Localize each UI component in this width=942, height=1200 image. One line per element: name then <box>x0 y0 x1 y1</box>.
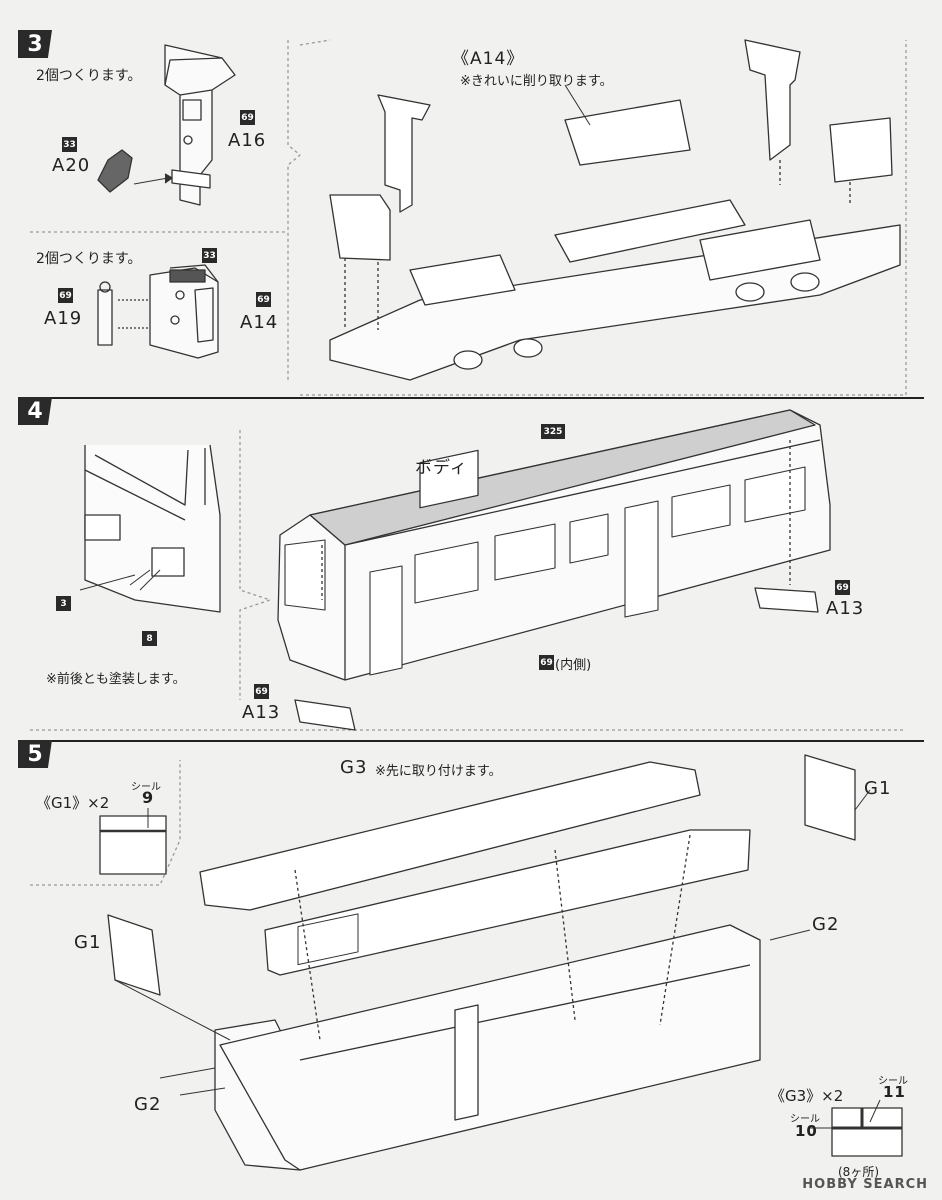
seal-number-9: 9 <box>142 788 155 807</box>
body-label: ボディ <box>415 458 468 478</box>
seal-number-10: 10 <box>795 1122 818 1140</box>
seal-label-10: シール <box>790 1114 820 1125</box>
part-label-a16: A16 <box>228 130 267 151</box>
step-5-divider <box>18 740 924 742</box>
note-make-two-a16: 2個つくります。 <box>36 68 142 84</box>
g3-callout-drawing <box>808 1099 903 1157</box>
step-4-divider <box>18 397 924 399</box>
part-label-a13-right: A13 <box>826 598 865 619</box>
g1-callout-title: 《G1》×2 <box>36 794 110 812</box>
callout-8-badge: 8 <box>142 631 157 646</box>
paint-note: ※前後とも塗装します。 <box>46 672 186 687</box>
color-num-a19: 69 <box>58 288 73 303</box>
color-num-a16: 69 <box>240 110 255 125</box>
callout-a14-title: 《A14》 <box>452 49 525 69</box>
callout-3-badge: 3 <box>56 596 71 611</box>
g3-callout-title: 《G3》×2 <box>770 1087 844 1105</box>
interior-assembly-drawing <box>107 754 871 1171</box>
g3-note: ※先に取り付けます。 <box>375 764 502 779</box>
part-label-g3: G3 <box>340 757 368 778</box>
count-note: (8ヶ所) <box>838 1165 879 1179</box>
seal-label-11: シール <box>878 1076 908 1087</box>
color-num-a14-top: 33 <box>202 248 217 263</box>
part-label-a13-left: A13 <box>242 702 281 723</box>
part-a16-drawing <box>164 44 236 206</box>
color-num-a20: 33 <box>62 137 77 152</box>
g1-callout-drawing <box>30 760 181 886</box>
color-num-a14: 69 <box>256 292 271 307</box>
seal-label-9: シール <box>131 782 161 793</box>
part-label-a19: A19 <box>44 308 83 329</box>
part-label-a20: A20 <box>52 155 91 176</box>
color-num-a13-left: 69 <box>254 684 269 699</box>
watermark: HOBBY SEARCH <box>802 1177 928 1192</box>
color-num-a13-right: 69 <box>835 580 850 595</box>
seal-number-11: 11 <box>883 1083 906 1101</box>
part-label-g2-right: G2 <box>812 914 840 935</box>
part-a19-a14-drawing <box>97 264 219 359</box>
car-end-detail-drawing <box>79 444 221 613</box>
step-4-badge: 4 <box>18 397 52 425</box>
part-label-g2-left: G2 <box>134 1094 162 1115</box>
part-label-g1-left: G1 <box>74 932 102 953</box>
callout-a14-note: ※きれいに削り取ります。 <box>460 74 613 89</box>
part-label-g1-right: G1 <box>864 778 892 799</box>
color-num-inner: 69 <box>539 655 554 670</box>
color-num-body: 325 <box>541 424 565 439</box>
inner-note: (内側) <box>555 658 592 673</box>
part-a20-drawing <box>97 149 173 193</box>
step-5-badge: 5 <box>18 740 52 768</box>
step-3-badge: 3 <box>18 30 52 58</box>
tram-body-drawing <box>277 409 831 731</box>
part-label-a14: A14 <box>240 312 279 333</box>
note-make-two-a14: 2個つくります。 <box>36 251 142 267</box>
chassis-assembly-drawing <box>299 39 907 396</box>
